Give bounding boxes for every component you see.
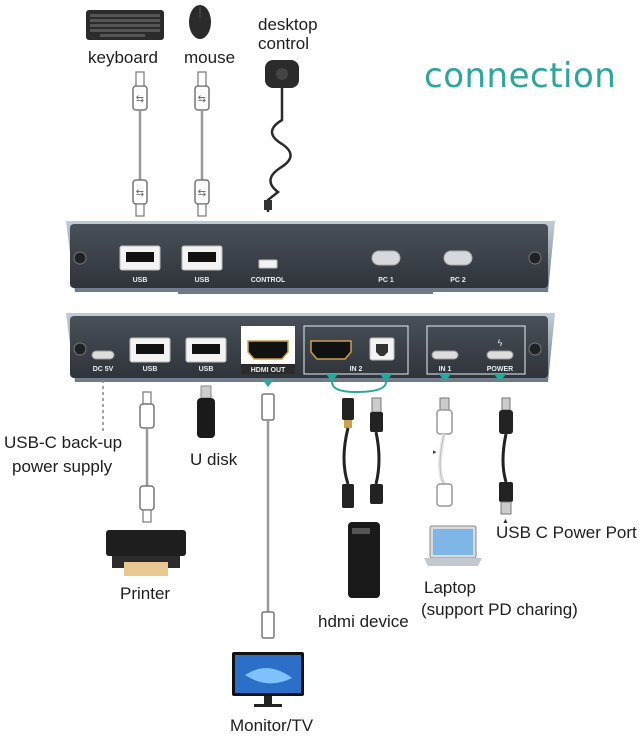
back-port-label-usb-2: USB — [199, 366, 214, 373]
laptop-label-line1: Laptop — [424, 578, 476, 597]
back-usb-port-2: USB — [185, 337, 227, 373]
svg-text:⇆: ⇆ — [198, 188, 206, 199]
dc5v-port: DC 5V — [91, 350, 115, 373]
laptop-icon — [424, 525, 482, 566]
svg-text:⇆: ⇆ — [136, 188, 144, 199]
usbc-backup-label-line2: power supply — [12, 457, 113, 476]
mouse-label: mouse — [184, 48, 236, 67]
connection-markers — [262, 374, 506, 394]
svg-text:▸: ▸ — [433, 449, 437, 456]
svg-text:ϟ: ϟ — [498, 338, 503, 348]
usbc-backup-label-line1: USB-C back-up — [4, 433, 123, 452]
pc1-button: PC 1 — [371, 250, 401, 284]
keyboard-usb-cable: ⇆ ⇆ — [132, 71, 148, 217]
front-panel: USB USB CONTROL PC 1 PC 2 — [66, 221, 555, 294]
u-disk-label: U disk — [190, 450, 238, 469]
printer-label: Printer — [120, 584, 171, 603]
back-port-label-power: POWER — [487, 366, 513, 373]
power-usbc-cable: ▲ — [499, 397, 513, 525]
hdmi-device-icon — [348, 522, 380, 598]
back-port-label-usb-1: USB — [143, 366, 158, 373]
front-port-label-control: CONTROL — [251, 277, 286, 284]
desktop-control-icon — [264, 60, 299, 212]
back-panel: DC 5V USB USB HDMI OUT IN 2 — [66, 313, 555, 382]
mouse-usb-cable: ⇆ ⇆ — [194, 71, 210, 217]
laptop-usbc-cable: ▸ — [433, 397, 453, 507]
mouse-icon — [189, 5, 211, 39]
back-usb-port-1: USB — [129, 337, 171, 373]
monitor-label: Monitor/TV — [230, 716, 314, 735]
keyboard-icon — [86, 10, 164, 40]
laptop-label-line2: (support PD charing) — [421, 600, 578, 619]
hdmi-device-label: hdmi device — [318, 612, 409, 631]
monitor-hdmi-cable — [261, 393, 275, 639]
desktop-control-label-line2: control — [258, 34, 310, 53]
keyboard-label: keyboard — [88, 48, 158, 67]
desktop-control-label-line1: desktop — [258, 15, 318, 34]
svg-text:▲: ▲ — [502, 518, 509, 525]
pc2-button: PC 2 — [443, 250, 473, 284]
svg-text:⇆: ⇆ — [198, 94, 206, 105]
printer-icon — [106, 530, 186, 576]
front-usb-port-1: USB — [119, 245, 161, 284]
in2-group: IN 2 — [303, 325, 409, 375]
printer-usb-cable — [139, 391, 155, 523]
hdmi-device-cables — [342, 397, 383, 508]
front-port-label-pc2: PC 2 — [450, 277, 466, 284]
front-port-label-pc1: PC 1 — [378, 277, 394, 284]
back-port-label-hdmi-out: HDMI OUT — [251, 367, 286, 374]
hdmi-out-port: HDMI OUT — [241, 326, 295, 374]
front-usb-port-2: USB — [181, 245, 223, 284]
diagram-title: connection — [424, 56, 617, 96]
front-control-port: CONTROL — [251, 259, 286, 284]
front-port-label-usb-2: USB — [195, 277, 210, 284]
back-port-label-in2: IN 2 — [350, 366, 363, 373]
svg-text:⇆: ⇆ — [136, 94, 144, 105]
monitor-icon — [232, 652, 304, 707]
in1-power-group: ϟ IN 1 POWER — [426, 325, 526, 375]
back-port-label-in1: IN 1 — [439, 366, 452, 373]
usbc-power-port-label: USB C Power Port — [496, 523, 637, 542]
front-port-label-usb-1: USB — [133, 277, 148, 284]
back-port-label-dc5v: DC 5V — [93, 366, 114, 373]
u-disk-icon — [197, 385, 215, 438]
